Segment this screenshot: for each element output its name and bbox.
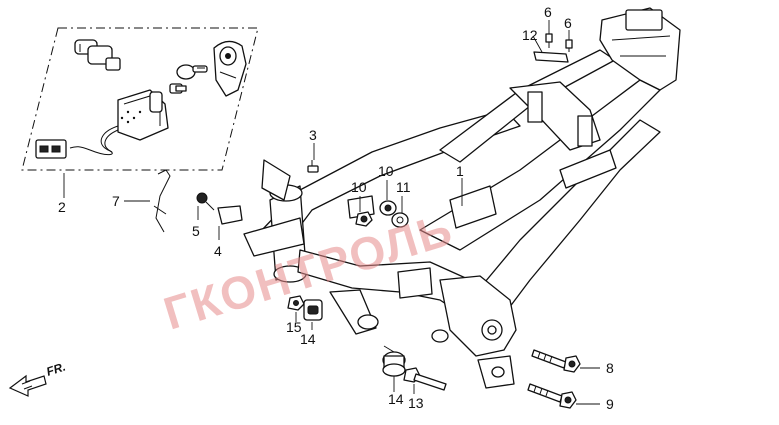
callout-13: 13 bbox=[408, 395, 424, 411]
callout-6b: 6 bbox=[564, 15, 572, 31]
ignition-kit-dashed-frame bbox=[21, 27, 259, 171]
ignition-switch-kit-group bbox=[21, 27, 259, 171]
callout-11: 11 bbox=[396, 179, 411, 195]
ignition-key bbox=[176, 64, 208, 80]
key-cylinder bbox=[74, 39, 121, 71]
plate-part-12 bbox=[533, 51, 569, 63]
callout-8: 8 bbox=[606, 360, 614, 376]
callout-1: 1 bbox=[456, 163, 464, 179]
head-pipe bbox=[243, 159, 307, 283]
callout-7: 7 bbox=[112, 193, 120, 209]
washer-part-11 bbox=[391, 212, 409, 228]
leader-lines bbox=[63, 20, 600, 405]
seat-lock-cover bbox=[213, 40, 247, 97]
callout-5: 5 bbox=[192, 223, 200, 239]
callout-4: 4 bbox=[214, 243, 222, 259]
callout-2: 2 bbox=[58, 199, 66, 215]
front-arrow-icon bbox=[8, 374, 47, 397]
plate-part-4 bbox=[217, 205, 243, 225]
callout-6a: 6 bbox=[544, 4, 552, 20]
callout-10a: 10 bbox=[351, 179, 367, 195]
bolt-part-8 bbox=[531, 349, 581, 373]
callout-10b: 10 bbox=[378, 163, 394, 179]
screw-part-6a bbox=[545, 33, 553, 48]
nut-part-15 bbox=[287, 295, 305, 311]
washer-part-10b bbox=[379, 200, 397, 216]
rubber-part-14b bbox=[382, 351, 406, 377]
main-frame bbox=[243, 7, 681, 389]
screw-part-6b bbox=[565, 39, 573, 52]
callout-14a: 14 bbox=[300, 331, 316, 347]
washer-part-10a bbox=[355, 211, 373, 227]
small-parts bbox=[153, 33, 581, 409]
screw-part-5 bbox=[196, 192, 215, 211]
callout-15: 15 bbox=[286, 319, 302, 335]
front-direction-label: FR. bbox=[45, 360, 68, 379]
spare-key bbox=[169, 83, 187, 94]
callout-12: 12 bbox=[522, 27, 538, 43]
bolt-part-9 bbox=[527, 383, 577, 409]
rubber-part-14a bbox=[303, 299, 323, 321]
callout-3: 3 bbox=[309, 127, 317, 143]
callout-14b: 14 bbox=[388, 391, 404, 407]
bolt-part-13 bbox=[403, 367, 447, 391]
callout-9: 9 bbox=[606, 396, 614, 412]
bolt-part-3 bbox=[307, 160, 319, 173]
callout-labels: 1 2 3 4 5 6 6 7 8 9 10 10 11 12 13 14 14… bbox=[58, 4, 614, 412]
ignition-lock-body bbox=[117, 89, 169, 141]
wire-harness bbox=[35, 125, 119, 159]
front-direction-indicator: FR. bbox=[8, 360, 68, 397]
clip-part-7 bbox=[153, 169, 171, 233]
